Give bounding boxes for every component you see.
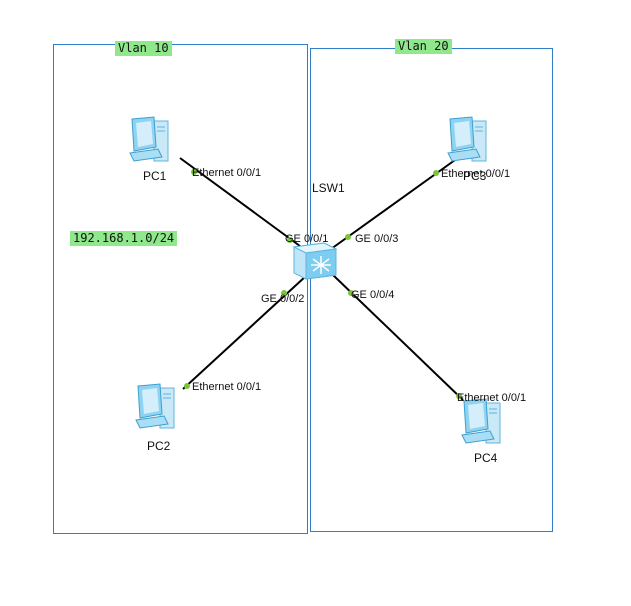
link-pc4-switch[interactable] (332, 274, 464, 401)
pc1-port-label: Ethernet 0/0/1 (192, 167, 262, 179)
port-dot-pc4 (456, 393, 462, 399)
vlan20-label: Vlan 20 (395, 39, 452, 54)
switch-port-ge004-label: GE 0/0/4 (351, 289, 395, 301)
switch-port-ge001-label: GE 0/0/1 (285, 233, 329, 245)
pc1-name: PC1 (143, 169, 167, 183)
switch-name: LSW1 (312, 181, 345, 195)
pc4-name: PC4 (474, 451, 498, 465)
pc2-name: PC2 (147, 439, 171, 453)
link-pc1-switch[interactable] (179, 157, 305, 250)
pc4-port-label: Ethernet 0/0/1 (457, 392, 527, 404)
vlan10-area[interactable] (53, 44, 308, 534)
port-dot-pc1 (191, 169, 197, 175)
switch-icon[interactable] (292, 242, 338, 280)
pc1-icon[interactable] (129, 116, 169, 162)
pc3-name: PC3 (463, 169, 487, 183)
port-dot-sw-ge004 (348, 290, 354, 296)
port-dot-sw-ge003 (345, 234, 351, 240)
pc2-icon[interactable] (135, 383, 175, 429)
port-dot-sw-ge001 (287, 237, 293, 243)
pc3-port-label: Ethernet 0/0/1 (441, 168, 511, 180)
pc3-icon[interactable] (447, 116, 487, 162)
pc2-port-label: Ethernet 0/0/1 (192, 381, 262, 393)
switch-port-ge003-label: GE 0/0/3 (355, 233, 399, 245)
port-dot-pc2 (184, 383, 190, 389)
switch-port-ge002-label: GE 0/0/2 (261, 293, 305, 305)
pc4-icon[interactable] (461, 398, 501, 444)
vlan10-label: Vlan 10 (115, 41, 172, 56)
port-dot-sw-ge002 (281, 290, 287, 296)
subnet-label: 192.168.1.0/24 (70, 231, 178, 246)
port-dot-pc3 (433, 170, 439, 176)
